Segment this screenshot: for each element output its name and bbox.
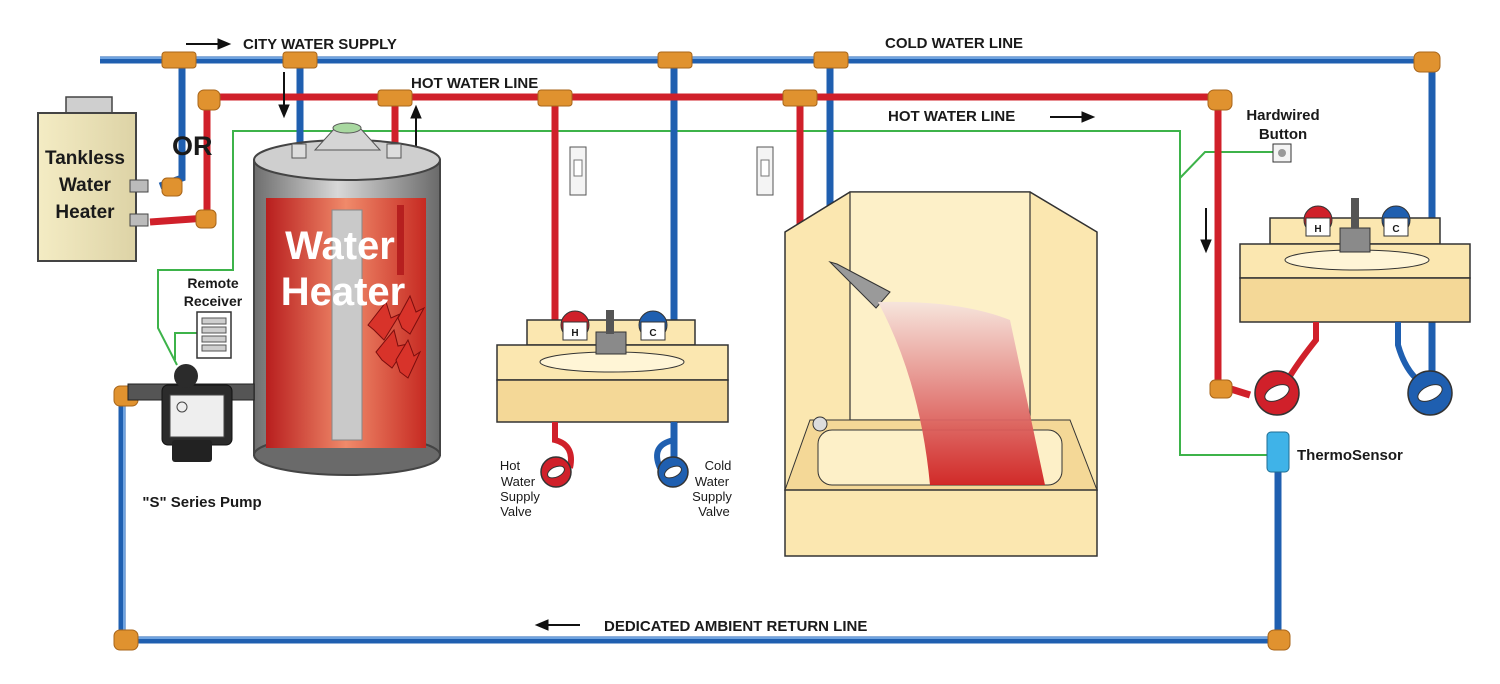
arrow-down-icon [1200,208,1212,254]
elbow-fitting [1209,379,1233,399]
label-tankless-water: Water [59,175,112,196]
control-wires [157,130,1277,456]
center-sink [496,310,729,488]
elbow-fitting [195,209,217,229]
tankless-port [129,213,149,227]
return-line [118,395,1282,644]
label-remote: Remote [187,275,239,291]
tankless-water-heater [37,96,149,262]
water-heater-tank [253,122,441,476]
faucet-hot-letter: H [571,328,578,339]
label-cold-valve: Water [695,474,730,489]
cold-to-tankless [158,62,186,190]
tee-fitting [377,89,413,107]
label-city-water-supply: CITY WATER SUPPLY [243,36,397,53]
elbow-fitting [1207,89,1233,111]
label-cold-valve: Supply [692,489,732,504]
tee-fitting [537,89,573,107]
elbow-fitting [197,89,221,111]
label-button: Button [1259,126,1307,143]
right-sink [1239,198,1471,473]
label-heater: Heater [281,270,406,314]
arrow-right-icon [186,38,232,50]
faucet-hot-letter: H [1314,224,1321,235]
label-return-line: DEDICATED AMBIENT RETURN LINE [604,618,867,635]
label-hot-water-line: HOT WATER LINE [888,108,1015,125]
label-tankless: Tankless [45,148,125,169]
label-cold-valve: Valve [698,504,730,519]
label-or: OR [172,131,213,161]
label-cold-water-line: COLD WATER LINE [885,35,1023,52]
wire-to-hardwired-button [1179,151,1277,179]
dip-tube [331,209,363,441]
arrow-down-icon [278,72,290,119]
tee-fitting [161,51,197,69]
tankless-port [129,179,149,193]
tee-fitting [782,89,818,107]
label-hot-valve: Water [501,474,536,489]
wire-to-thermosensor [1179,178,1268,456]
s-series-pump [127,364,255,462]
tee-fitting [282,51,318,69]
hot-main-line [207,93,1252,399]
flow-arrows [186,38,1212,631]
arrow-up-icon [410,104,422,146]
shower-tub [784,191,1098,557]
tee-fitting [813,51,849,69]
elbow-fitting [1267,629,1291,651]
elbow-fitting [113,629,139,651]
label-hardwired: Hardwired [1246,107,1319,124]
tee-fitting [657,51,693,69]
wire-heater-to-button [157,130,1181,366]
arrow-right-icon [1050,111,1096,123]
label-hot-valve: Supply [500,489,540,504]
label-tankless-heater: Heater [55,202,115,223]
label-pump: "S" Series Pump [142,494,261,511]
pipe-fittings [113,51,1441,651]
remote-receiver [196,311,232,359]
thermosensor-icon [1266,431,1290,473]
label-hot-valve: Hot [500,458,521,473]
hot-outlet-tube [397,205,404,275]
elbow-fitting [161,177,183,197]
label-cold-valve: Cold [705,458,732,473]
wire-pump-receiver [174,332,198,360]
elbow-fitting [1413,51,1441,73]
arrow-left-icon [534,619,580,631]
label-hot-valve: Valve [500,504,532,519]
light-switches [569,146,774,196]
faucet-cold-letter: C [649,328,656,339]
label-water: Water [285,224,395,268]
hardwired-button-icon [1272,143,1292,163]
label-receiver: Receiver [184,293,243,309]
faucet-cold-letter: C [1392,224,1399,235]
label-hot-water-line: HOT WATER LINE [411,75,538,92]
tankless-cabinet [37,112,137,262]
heat-arrows [367,294,426,379]
label-thermosensor: ThermoSensor [1297,447,1403,464]
